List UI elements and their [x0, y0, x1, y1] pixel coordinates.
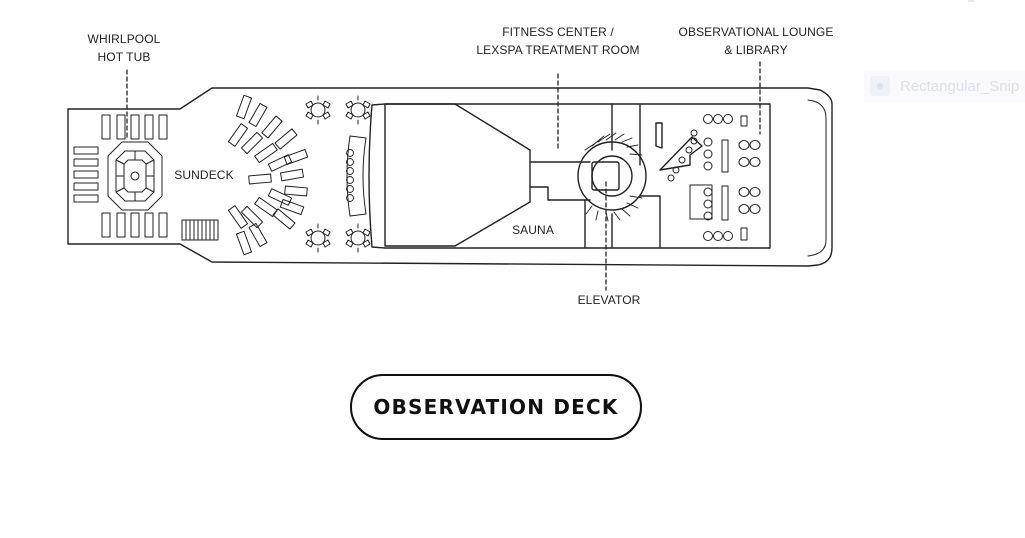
snip-overlay-text: Rectangular_Snip	[900, 77, 1020, 95]
tub-loungers	[73, 114, 168, 238]
round-tables	[305, 95, 371, 253]
banquette	[346, 135, 367, 217]
sauna-label: SAUNA	[512, 223, 554, 237]
fitness-label: FITNESS CENTER / LEXSPA TREATMENT ROOM	[476, 25, 640, 57]
snip-overlay: Rectangular_Snip	[864, 70, 1025, 102]
whirlpool-label: WHIRLPOOL HOT TUB	[87, 32, 161, 64]
sun-loungers	[227, 94, 309, 256]
hull-outline	[67, 87, 833, 267]
snip-icon	[870, 76, 890, 96]
hull-inner	[807, 99, 827, 257]
leader-lines	[126, 61, 761, 291]
lounge-label: OBSERVATIONAL LOUNGE & LIBRARY	[678, 25, 834, 57]
corner-mark	[968, 0, 974, 2]
sundeck-label: SUNDECK	[174, 168, 234, 182]
hot-tub	[107, 141, 163, 211]
elevator-label: ELEVATOR	[577, 293, 641, 307]
superstructure	[368, 103, 771, 249]
lounge-furniture	[667, 114, 761, 241]
banquette-stools	[346, 149, 354, 202]
fitness-room	[384, 103, 531, 247]
deck-title-button[interactable]: OBSERVATION DECK	[350, 374, 642, 440]
lounge-partition	[655, 122, 703, 171]
central-partition	[529, 103, 661, 248]
deck-title: OBSERVATION DECK	[373, 395, 619, 419]
stair-grating	[181, 219, 219, 241]
